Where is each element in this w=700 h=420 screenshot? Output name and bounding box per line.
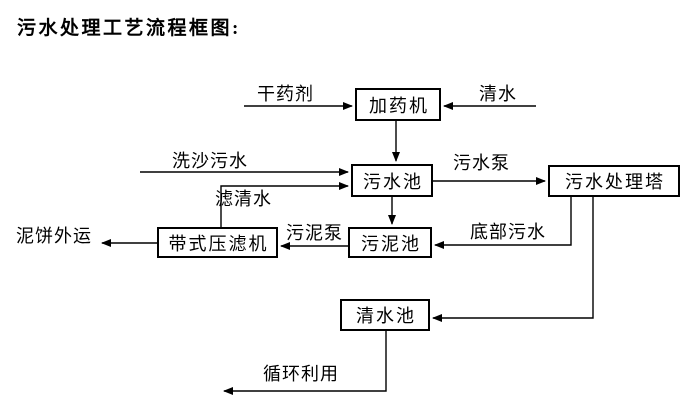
arrow-clean-water-pool-to-recycle [223, 331, 387, 395]
box-clean-water-pool: 清水池 [340, 299, 430, 331]
page-title: 污水处理工艺流程框图: [17, 18, 241, 39]
label-sewage-pump: 污水泵 [453, 153, 510, 173]
box-sewage-treatment-tower: 污水处理塔 [548, 165, 680, 197]
label-dry-agent: 干药剂 [257, 84, 314, 104]
box-sludge-pool: 污泥池 [348, 227, 432, 258]
arrow-bottom-sewage-tower-to-sludge-pool [434, 197, 572, 249]
label-mud-cake-out: 泥饼外运 [16, 226, 92, 246]
arrow-tower-to-clean-water-pool [432, 197, 594, 322]
label-sludge-pump: 污泥泵 [286, 223, 343, 243]
label-filtered-water: 滤清水 [215, 189, 272, 209]
box-sewage-pool: 污水池 [351, 164, 433, 197]
arrow-filtered-water-belt-press-to-sewage-pool [220, 182, 349, 227]
box-dosing-machine: 加药机 [355, 88, 441, 121]
label-bottom-sewage: 底部污水 [470, 222, 546, 242]
box-belt-filter-press: 带式压滤机 [157, 227, 278, 258]
label-sand-washing-sewage: 洗沙污水 [172, 151, 248, 171]
label-recycle-use: 循环利用 [263, 364, 339, 384]
label-clean-water: 清水 [479, 84, 517, 104]
